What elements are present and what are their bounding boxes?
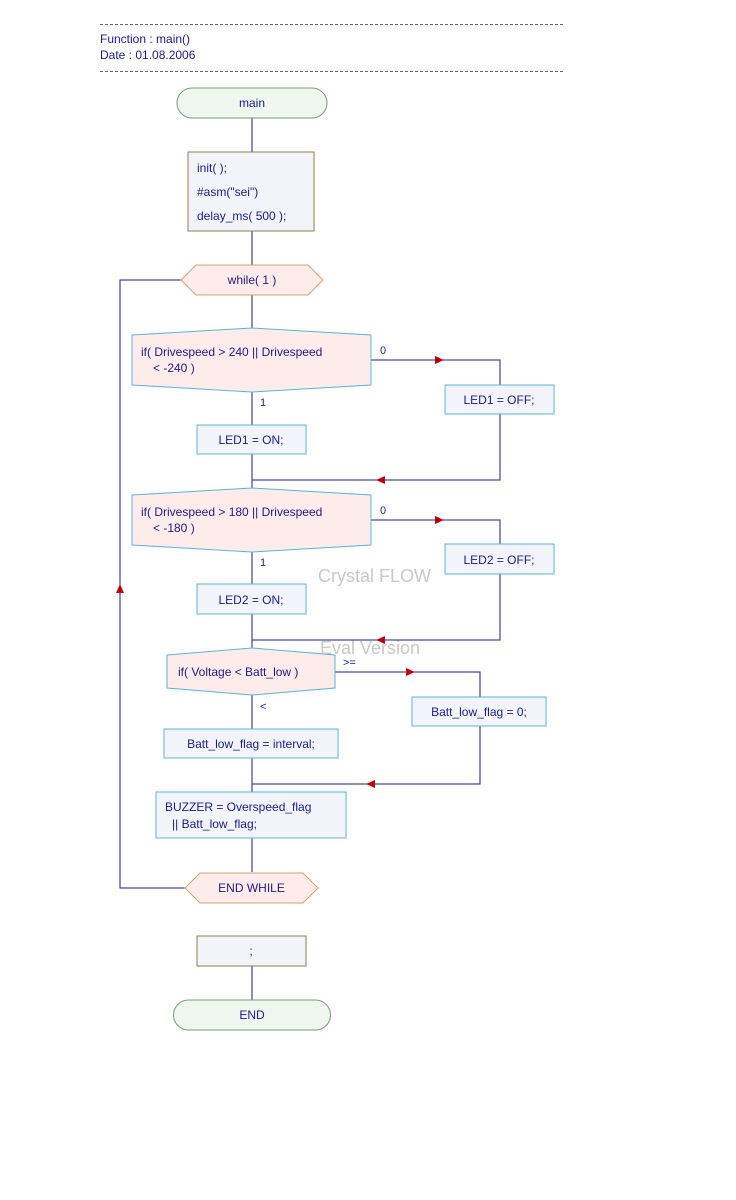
led1-off-label: LED1 = OFF; bbox=[463, 393, 534, 407]
date-label: Date : 01.08.2006 bbox=[100, 48, 196, 62]
led2-on-label: LED2 = ON; bbox=[218, 593, 283, 607]
watermark-line-1: Crystal FLOW bbox=[318, 566, 432, 586]
buzzer-line-1: BUZZER = Overspeed_flag bbox=[165, 800, 311, 814]
if3-true-label: < bbox=[260, 701, 266, 713]
if1-line-2: < -240 ) bbox=[153, 361, 195, 375]
start-terminal-label: main bbox=[239, 96, 265, 110]
init-block: init( ); #asm("sei") delay_ms( 500 ); bbox=[187, 151, 315, 232]
if1-line-1: if( Drivespeed > 240 || Drivespeed bbox=[141, 345, 322, 359]
arrow-if3-false bbox=[406, 668, 415, 676]
end-terminal: END bbox=[173, 999, 331, 1031]
flowchart-nodes: main init( ); #asm("sei") delay_ms( 500 ); w… bbox=[131, 87, 555, 1031]
led2-off-block: LED2 = OFF; bbox=[444, 543, 555, 575]
connector-lines bbox=[119, 118, 501, 1000]
batt-zero-block: Batt_low_flag = 0; bbox=[411, 696, 547, 727]
start-terminal: main bbox=[176, 87, 328, 119]
if3-label: if( Voltage < Batt_low ) bbox=[178, 665, 298, 679]
line-if2-false bbox=[371, 519, 501, 544]
arrow-merge-1 bbox=[376, 476, 385, 484]
header-top-rule bbox=[100, 24, 563, 25]
led1-on-block: LED1 = ON; bbox=[196, 424, 307, 455]
buzzer-block: BUZZER = Overspeed_flag || Batt_low_flag; bbox=[155, 791, 347, 839]
arrow-if2-false bbox=[435, 516, 444, 524]
line-led1off-merge bbox=[252, 414, 501, 481]
end-while-loop-label: END WHILE bbox=[218, 881, 285, 895]
empty-statement-label: ; bbox=[249, 944, 252, 958]
header-bottom-rule bbox=[100, 71, 563, 72]
led2-on-block: LED2 = ON; bbox=[196, 583, 307, 615]
empty-statement-block: ; bbox=[196, 935, 307, 967]
if2-false-label: 0 bbox=[380, 505, 386, 517]
end-terminal-label: END bbox=[239, 1008, 265, 1022]
if2-line-1: if( Drivespeed > 180 || Drivespeed bbox=[141, 505, 322, 519]
led1-on-label: LED1 = ON; bbox=[218, 433, 283, 447]
if1-decision: if( Drivespeed > 240 || Drivespeed < -240… bbox=[131, 327, 386, 409]
end-while-loop: END WHILE bbox=[184, 872, 319, 904]
while-loop: while( 1 ) bbox=[180, 264, 324, 296]
arrow-merge-3 bbox=[366, 780, 375, 788]
led2-off-label: LED2 = OFF; bbox=[463, 553, 534, 567]
batt-interval-label: Batt_low_flag = interval; bbox=[187, 737, 315, 751]
led1-off-block: LED1 = OFF; bbox=[444, 384, 555, 415]
init-line-2: #asm("sei") bbox=[197, 185, 258, 199]
init-line-1: init( ); bbox=[197, 161, 227, 175]
if1-false-label: 0 bbox=[380, 345, 386, 357]
init-line-3: delay_ms( 500 ); bbox=[197, 209, 286, 223]
if3-false-label: >= bbox=[343, 657, 356, 669]
line-if3-false bbox=[335, 671, 481, 697]
batt-interval-block: Batt_low_flag = interval; bbox=[163, 728, 339, 759]
buzzer-line-2: || Batt_low_flag; bbox=[172, 817, 257, 831]
if1-true-label: 1 bbox=[260, 397, 266, 409]
arrow-if1-false bbox=[435, 356, 444, 364]
watermark-line-2: Eval Version bbox=[320, 638, 421, 658]
arrowheads bbox=[116, 356, 444, 788]
arrow-loop-back bbox=[116, 584, 124, 593]
line-battzero-merge bbox=[252, 726, 481, 785]
function-name-label: Function : main() bbox=[100, 32, 191, 46]
arrow-merge-2 bbox=[376, 636, 385, 644]
if2-line-2: < -180 ) bbox=[153, 521, 195, 535]
if2-true-label: 1 bbox=[260, 557, 266, 569]
line-led2off-merge bbox=[252, 574, 501, 641]
batt-zero-label: Batt_low_flag = 0; bbox=[431, 705, 527, 719]
while-loop-label: while( 1 ) bbox=[227, 273, 277, 287]
if3-decision: if( Voltage < Batt_low ) >= < bbox=[166, 647, 356, 713]
line-if1-false bbox=[371, 359, 501, 385]
if2-decision: if( Drivespeed > 180 || Drivespeed < -180… bbox=[131, 487, 386, 569]
